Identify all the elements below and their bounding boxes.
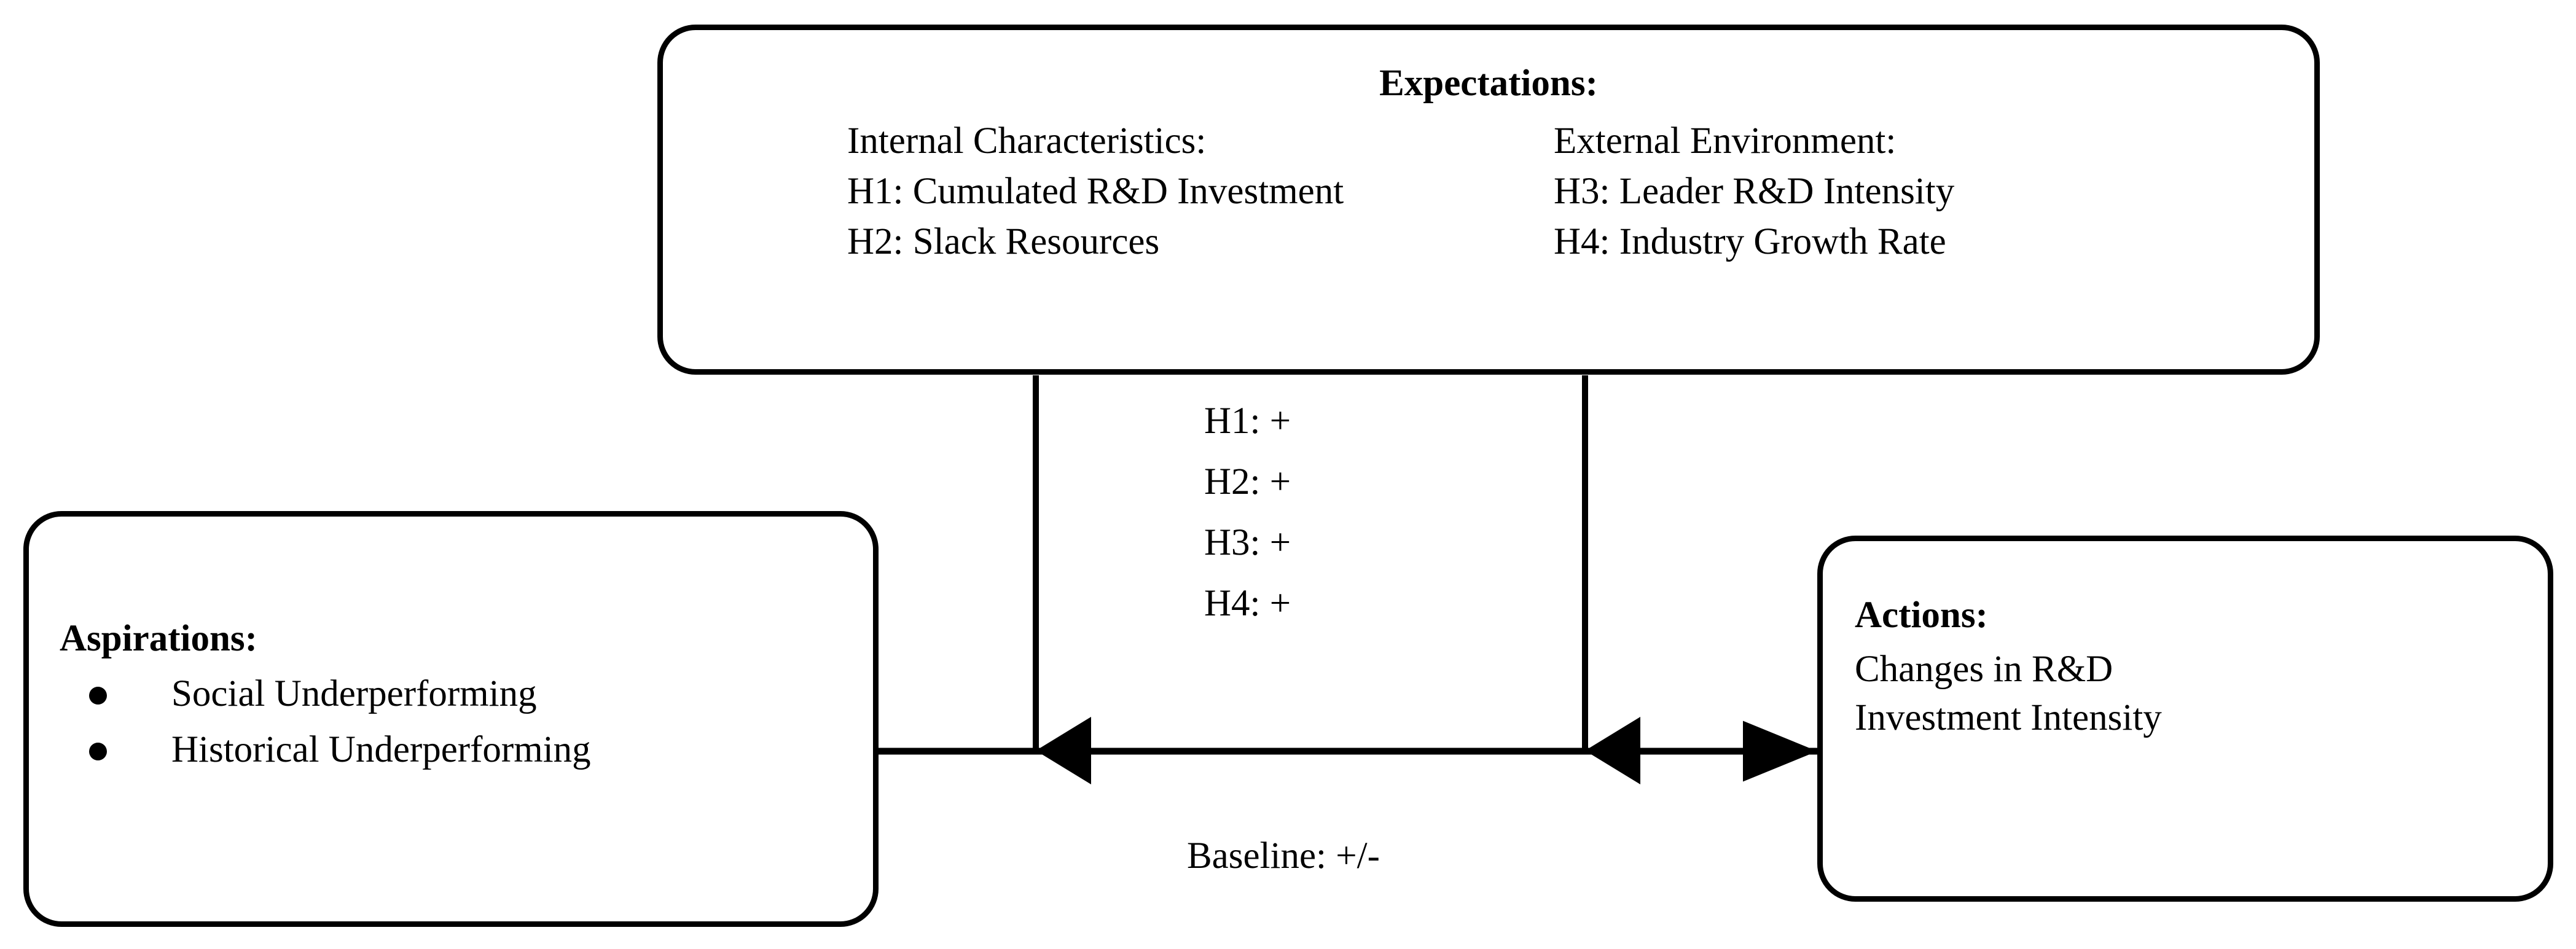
aspirations-bullet-label: Historical Underperforming (171, 729, 591, 770)
expectations-columns: Internal Characteristics: H1: Cumulated … (663, 122, 2314, 273)
hypothesis-h4-item: H4: Industry Growth Rate (1554, 221, 1946, 262)
hypothesis-sign-h1: H1: + (1204, 400, 1291, 442)
hypothesis-h3-item: H3: Leader R&D Intensity (1554, 171, 1955, 212)
aspirations-bullet-list: Social Underperforming Historical Underp… (60, 675, 591, 787)
aspirations-title: Aspirations: (60, 618, 257, 659)
actions-body: Changes in R&D Investment Intensity (1855, 650, 2162, 748)
node-aspirations: Aspirations: Social Underperforming Hist… (23, 511, 879, 927)
aspirations-bullet-label: Social Underperforming (171, 673, 537, 714)
hypothesis-sign-h4: H4: + (1204, 583, 1291, 624)
external-environment-heading: External Environment: (1554, 120, 1897, 162)
actions-title: Actions: (1855, 595, 1988, 636)
hypothesis-h2-item: H2: Slack Resources (847, 221, 1160, 262)
node-expectations: Expectations: Internal Characteristics: … (657, 25, 2320, 375)
actions-line-2: Investment Intensity (1855, 697, 2162, 738)
hypothesis-h1-item: H1: Cumulated R&D Investment (847, 171, 1344, 212)
hypothesis-sign-labels: H1: + H2: + H3: + H4: + (1204, 402, 1291, 646)
expectations-column-internal: Internal Characteristics: H1: Cumulated … (663, 122, 1541, 273)
internal-characteristics-heading: Internal Characteristics: (847, 120, 1207, 162)
expectations-column-external: External Environment: H3: Leader R&D Int… (1541, 122, 2314, 273)
baseline-edge-label: Baseline: +/- (1187, 835, 1380, 877)
hypothesis-sign-h2: H2: + (1204, 461, 1291, 502)
list-item: Historical Underperforming (60, 731, 591, 768)
node-actions: Actions: Changes in R&D Investment Inten… (1817, 536, 2553, 902)
list-item: Social Underperforming (60, 675, 591, 713)
bullet-dot-icon (89, 743, 107, 760)
hypothesis-sign-h3: H3: + (1204, 522, 1291, 563)
actions-line-1: Changes in R&D (1855, 649, 2113, 690)
expectations-title: Expectations: (1379, 63, 1598, 104)
bullet-dot-icon (89, 687, 107, 705)
